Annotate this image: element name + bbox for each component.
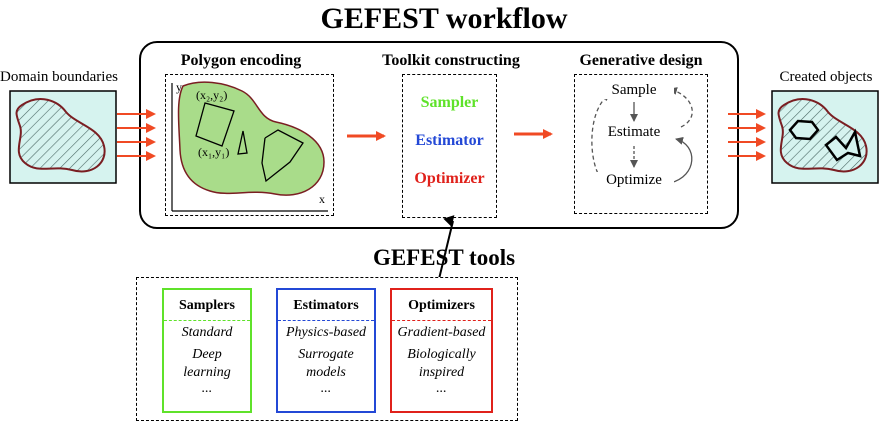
polygon-2 xyxy=(237,130,248,155)
estimators-item-models: models xyxy=(306,365,346,380)
gefest-tools-title: GEFEST tools xyxy=(372,245,516,270)
y-axis-label: y xyxy=(176,80,182,94)
tools-feedback-arrow xyxy=(438,215,455,280)
polygon-3 xyxy=(261,129,304,183)
step-estimate: Estimate xyxy=(594,124,674,141)
toolkit-sampler: Sampler xyxy=(420,94,479,111)
generative-design-title: Generative design xyxy=(579,52,703,69)
point-x2y2-label: (x₂,y₂) xyxy=(196,88,228,102)
estimators-item-more: ... xyxy=(320,381,332,396)
toolkit-optimizer: Optimizer xyxy=(414,170,485,187)
created-object-bowtie xyxy=(824,128,862,162)
step-sample: Sample xyxy=(594,82,674,99)
optimizers-card: Optimizers Gradient-based Biologically i… xyxy=(390,288,493,413)
optimizers-item-more: ... xyxy=(436,381,447,396)
created-objects-label: Created objects xyxy=(779,69,873,85)
optimizers-card-divider xyxy=(392,320,491,321)
workflow-panel xyxy=(139,41,739,229)
workflow-arrows xyxy=(347,129,553,141)
estimators-item-surrogate: Surrogate xyxy=(298,347,354,362)
toolkit-estimator: Estimator xyxy=(415,132,484,149)
toolkit-constructing-title: Toolkit constructing xyxy=(382,52,520,69)
point-x1y1-label: (x₁,y₁) xyxy=(198,145,230,159)
polygon-1 xyxy=(195,102,235,147)
polygon-encoding-title: Polygon encoding xyxy=(180,52,302,69)
estimators-card: Estimators Physics-based Surrogate model… xyxy=(276,288,376,413)
estimators-item-physics: Physics-based xyxy=(285,325,367,340)
samplers-item-more: ... xyxy=(201,381,213,396)
samplers-card: Samplers Standard Deep learning ... xyxy=(162,288,252,413)
diagram-title: GEFEST workflow xyxy=(320,2,568,35)
output-arrows xyxy=(728,109,766,161)
optimizers-card-title: Optimizers xyxy=(408,298,475,313)
samplers-card-title: Samplers xyxy=(179,298,235,313)
step-optimize: Optimize xyxy=(594,172,674,189)
created-object-hexagon xyxy=(788,119,820,141)
input-arrows xyxy=(117,109,156,161)
samplers-item-learning: learning xyxy=(183,365,231,380)
samplers-item-standard: Standard xyxy=(181,325,233,340)
domain-boundaries-image xyxy=(9,90,117,184)
samplers-card-divider xyxy=(164,320,250,321)
polygon-encoding-plot xyxy=(171,81,328,212)
domain-boundaries-label: Domain boundaries xyxy=(0,69,118,85)
created-objects-image xyxy=(771,90,879,184)
samplers-item-deep: Deep xyxy=(192,347,222,362)
estimators-card-divider xyxy=(278,320,374,321)
optimizers-item-inspired: inspired xyxy=(418,365,465,380)
optimizers-item-gradient: Gradient-based xyxy=(397,325,486,340)
domain-blob xyxy=(177,81,325,196)
optimizers-item-biologically: Biologically xyxy=(407,347,476,362)
estimators-card-title: Estimators xyxy=(293,298,359,313)
x-axis-label: x xyxy=(319,192,325,206)
